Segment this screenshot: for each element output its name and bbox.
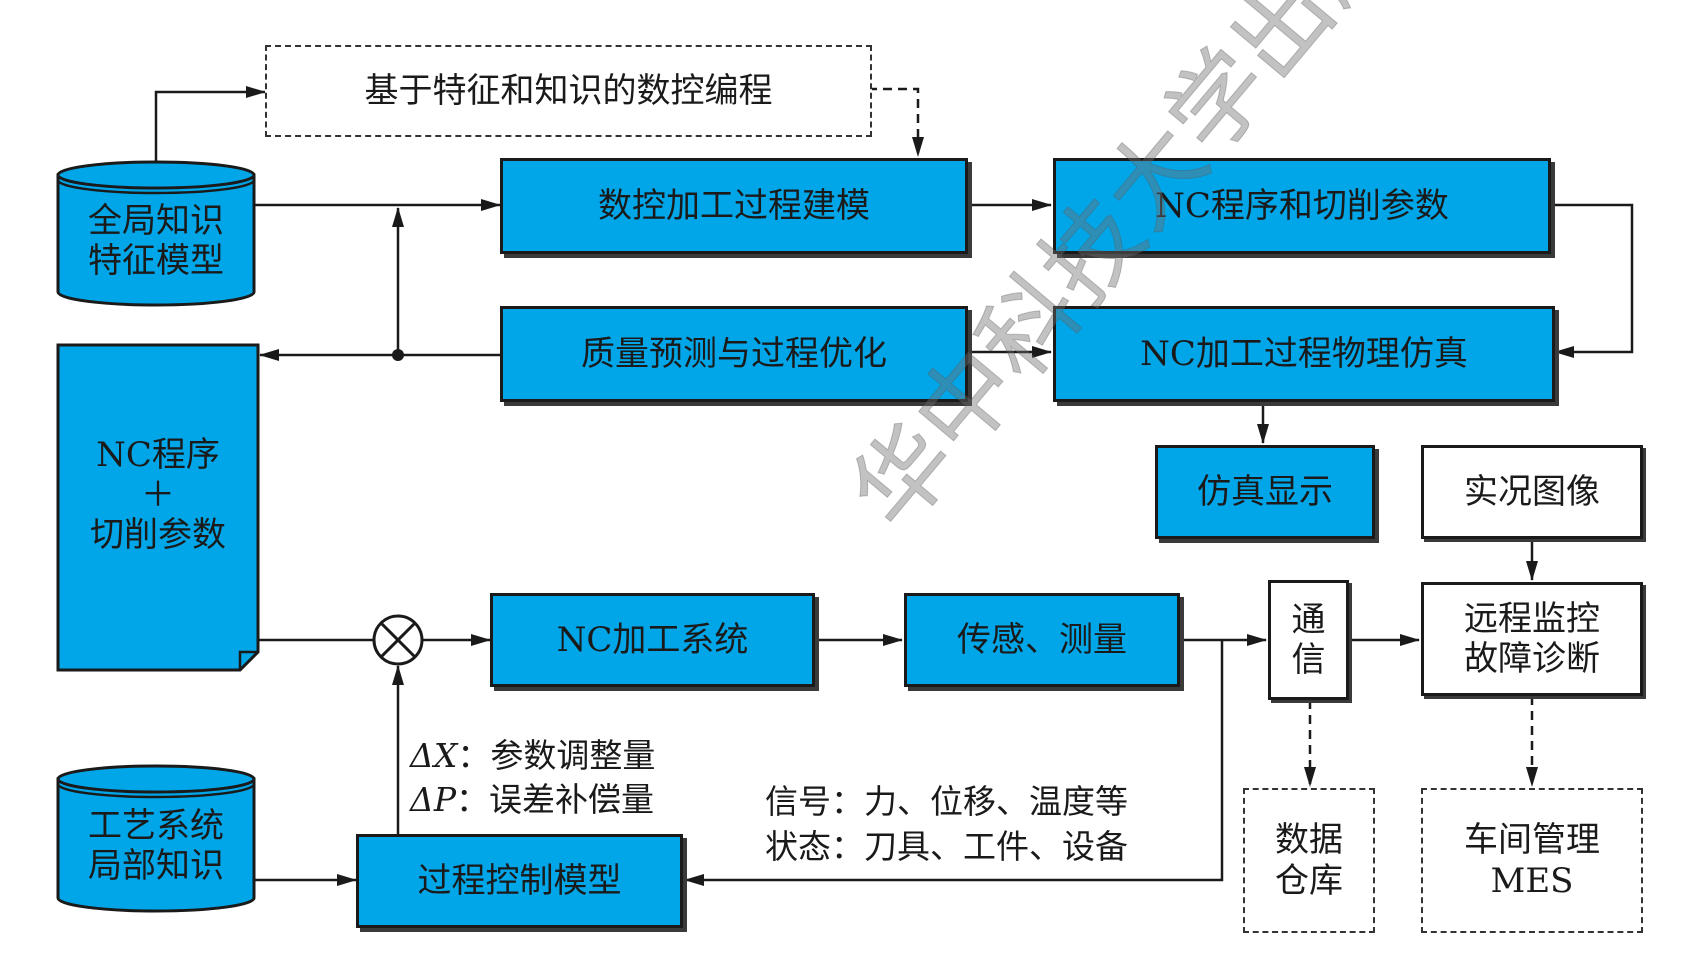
junction-dot: [392, 349, 404, 361]
nc-programming-box: 基于特征和知识的数控编程: [265, 45, 872, 137]
nc-system-label: NC加工系统: [556, 619, 749, 660]
local-knowledge-label: 工艺系统 局部知识: [88, 805, 224, 886]
nc-programming-label: 基于特征和知识的数控编程: [364, 70, 773, 111]
physical-simulation-label: NC加工过程物理仿真: [1140, 333, 1468, 374]
process-control-box: 过程控制模型: [356, 834, 683, 928]
live-image-label: 实况图像: [1464, 471, 1600, 512]
delta-p-annotation: ΔP：误差补偿量: [410, 779, 654, 820]
delta-x-text: ：参数调整量: [457, 736, 656, 775]
sensing-label: 传感、测量: [957, 619, 1127, 660]
signal-annotation: 信号：力、位移、温度等: [765, 782, 1128, 821]
simulation-display-label: 仿真显示: [1197, 471, 1333, 512]
sensing-box: 传感、测量: [904, 593, 1180, 687]
process-control-label: 过程控制模型: [417, 860, 622, 901]
communication-box: 通 信: [1268, 580, 1349, 700]
local-knowledge-database-icon: [56, 764, 256, 913]
live-image-box: 实况图像: [1421, 445, 1643, 539]
workshop-mes-label: 车间管理 MES: [1464, 820, 1600, 901]
delta-p-symbol: ΔP: [410, 780, 457, 819]
nc-program-params-label: NC程序和切削参数: [1155, 185, 1449, 226]
global-knowledge-label: 全局知识 特征模型: [88, 200, 224, 281]
communication-label: 通 信: [1291, 599, 1326, 680]
nc-system-box: NC加工系统: [490, 593, 815, 687]
simulation-display-box: 仿真显示: [1155, 445, 1375, 539]
nc-document-label: NC程序 ＋ 切削参数: [90, 434, 226, 556]
summing-junction-icon: [372, 614, 424, 666]
local-knowledge-node: 工艺系统 局部知识: [58, 794, 254, 898]
data-warehouse-label: 数据 仓库: [1275, 820, 1343, 901]
delta-x-symbol: ΔX: [410, 736, 458, 775]
nc-document-node: NC程序 ＋ 切削参数: [58, 345, 258, 645]
nc-program-params-box: NC程序和切削参数: [1053, 158, 1551, 254]
physical-simulation-box: NC加工过程物理仿真: [1053, 306, 1555, 402]
data-warehouse-box: 数据 仓库: [1243, 788, 1375, 933]
quality-optimization-label: 质量预测与过程优化: [581, 333, 887, 374]
nc-program-document-icon: [56, 343, 260, 672]
workshop-mes-box: 车间管理 MES: [1421, 788, 1643, 933]
global-knowledge-node: 全局知识 特征模型: [58, 190, 254, 292]
quality-optimization-box: 质量预测与过程优化: [500, 306, 968, 402]
machining-modeling-label: 数控加工过程建模: [598, 185, 870, 226]
delta-p-text: ：误差补偿量: [456, 780, 655, 819]
machining-modeling-box: 数控加工过程建模: [500, 158, 968, 254]
remote-monitoring-label: 远程监控 故障诊断: [1464, 598, 1600, 679]
state-annotation: 状态：刀具、工件、设备: [765, 827, 1128, 866]
remote-monitoring-box: 远程监控 故障诊断: [1421, 582, 1643, 696]
delta-x-annotation: ΔX：参数调整量: [410, 735, 655, 776]
